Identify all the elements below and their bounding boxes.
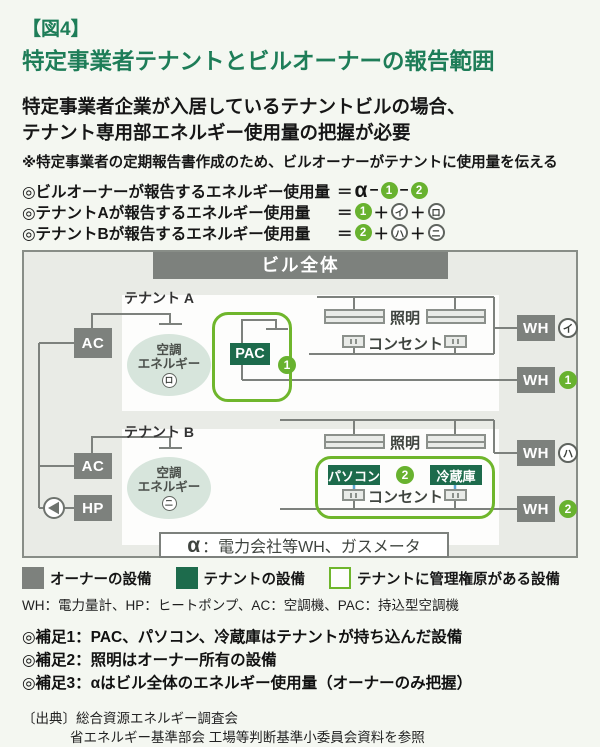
building-diagram: ビル全体 テナント A AC 空調 エネルギー ロ PAC 1 照明 コンセント… bbox=[22, 250, 578, 559]
fridge-box: 冷蔵庫 bbox=[430, 465, 482, 486]
legend-swatch-tenant bbox=[175, 567, 198, 590]
light-fixture-icon bbox=[426, 434, 486, 450]
legend-swatch-managed bbox=[329, 567, 351, 590]
outlet-icon bbox=[444, 489, 467, 502]
outlet-icon bbox=[444, 335, 467, 349]
formula-tokens: ＝2＋ハ＋ニ bbox=[336, 222, 446, 244]
formula-operator: ＋ bbox=[410, 225, 426, 243]
circled-number-1: 1 bbox=[559, 371, 577, 390]
notes-block: ◎補足1：PAC、パソコン、冷蔵庫はテナントが持ち込んだ設備 ◎補足2：照明はオー… bbox=[22, 626, 578, 695]
formula-operator: ＝ bbox=[337, 183, 353, 201]
tenant-b-aircon-ellipse: 空調 エネルギー ニ bbox=[127, 457, 211, 520]
tenant-a-ac-box: AC bbox=[74, 328, 112, 359]
alpha-note-box: α ：電力会社等WH、ガスメータ bbox=[159, 532, 449, 559]
intro-line-1: 特定事業者企業が入居しているテナントビルの場合、 bbox=[22, 96, 466, 118]
tenant-a-label: テナント A bbox=[124, 290, 194, 307]
formula-operator: ＋ bbox=[373, 204, 390, 222]
formula-operator: ＝ bbox=[337, 204, 353, 222]
pc-box: パソコン bbox=[328, 465, 380, 486]
formula-operator: − bbox=[369, 181, 379, 199]
circled-number-1: 1 bbox=[380, 182, 398, 200]
tenant-a-aircon-ellipse: 空調 エネルギー ロ bbox=[127, 334, 211, 397]
note-line-3: ◎補足3：αはビル全体のエネルギー使用量（オーナーのみ把握） bbox=[22, 675, 473, 693]
intro-note: ※特定事業者の定期報告書作成のため、ビルオーナーがテナントに使用量を伝える bbox=[22, 155, 558, 172]
legend-swatch-owner bbox=[22, 567, 44, 590]
tenant-b-label: テナント B bbox=[124, 424, 194, 441]
tenant-b-ac-box: AC bbox=[74, 453, 112, 480]
circled-number-2: 2 bbox=[396, 466, 414, 485]
circled-kana-i: イ bbox=[558, 318, 578, 339]
abbreviation-line: WH：電力量計、HP：ヒートポンプ、AC：空調機、PAC：持込型空調機 bbox=[22, 598, 459, 614]
formula-tokens: ＝1＋イ＋ロ bbox=[336, 201, 446, 223]
formula-operator: ＋ bbox=[410, 204, 426, 222]
formula-operator: ＋ bbox=[373, 225, 390, 243]
light-fixture-icon bbox=[426, 309, 486, 325]
circled-kana: ニ bbox=[427, 224, 445, 242]
formula-label: ◎テナントAが報告するエネルギー使用量 bbox=[22, 204, 311, 222]
tenant-b-lighting-label: 照明 bbox=[390, 435, 421, 453]
circled-number-1: 1 bbox=[278, 356, 296, 375]
alpha-note-text: ：電力会社等WH、ガスメータ bbox=[202, 539, 421, 557]
intro-line-2: テナント専用部エネルギー使用量の把握が必要 bbox=[22, 122, 411, 144]
source-line-1: 〔出典〕総合資源エネルギー調査会 bbox=[22, 711, 238, 727]
tenant-a-outlet-label: コンセント bbox=[368, 336, 444, 354]
formula-label: ◎ビルオーナーが報告するエネルギー使用量 bbox=[22, 183, 331, 201]
note-line-1: ◎補足1：PAC、パソコン、冷蔵庫はテナントが持ち込んだ設備 bbox=[22, 629, 463, 647]
light-fixture-icon bbox=[324, 309, 385, 325]
wh-meter-a-common: WH bbox=[517, 315, 555, 342]
legend-item-tenant: テナントの設備 bbox=[175, 567, 306, 590]
diagram-wiring bbox=[38, 296, 517, 520]
tenant-device-cords bbox=[352, 485, 457, 490]
tenant-b-outlet-label: コンセント bbox=[368, 489, 444, 507]
heat-pump-icon bbox=[43, 497, 65, 520]
formula-tokens: ＝α−1−2 bbox=[336, 180, 429, 202]
circled-kana-ni: ニ bbox=[161, 495, 177, 511]
formula-list: ◎ビルオーナーが報告するエネルギー使用量＝α−1−2◎テナントAが報告するエネル… bbox=[22, 180, 578, 243]
aircon-label-2: エネルギー bbox=[137, 479, 201, 494]
circled-number-2: 2 bbox=[410, 182, 428, 200]
circled-number-2: 2 bbox=[354, 224, 372, 242]
wh-meter-a-pac: WH bbox=[517, 367, 555, 394]
pac-box: PAC bbox=[230, 343, 270, 366]
outlet-icon bbox=[342, 335, 365, 349]
alpha-symbol: α bbox=[187, 533, 201, 557]
circled-kana: ロ bbox=[427, 203, 445, 221]
formula-row: ◎テナントBが報告するエネルギー使用量＝2＋ハ＋ニ bbox=[22, 222, 578, 243]
legend-label: テナントに管理権原がある設備 bbox=[357, 571, 560, 588]
circled-kana: ハ bbox=[391, 224, 409, 242]
wh-meter-b-devices: WH bbox=[517, 496, 555, 523]
legend-item-managed: テナントに管理権原がある設備 bbox=[329, 567, 560, 590]
light-fixture-icon bbox=[324, 434, 385, 450]
legend-label: テナントの設備 bbox=[203, 571, 306, 588]
aircon-label-1: 空調 bbox=[156, 465, 182, 480]
formula-operator: − bbox=[399, 181, 409, 199]
legend-row: オーナーの設備 テナントの設備 テナントに管理権原がある設備 bbox=[22, 567, 578, 590]
figure-tag: 【図4】 bbox=[22, 19, 90, 40]
page-title: 特定事業者テナントとビルオーナーの報告範囲 bbox=[22, 49, 495, 74]
circled-number-1: 1 bbox=[354, 203, 372, 221]
legend-item-owner: オーナーの設備 bbox=[22, 567, 152, 590]
tenant-b-hp-box: HP bbox=[74, 495, 112, 522]
aircon-label-1: 空調 bbox=[156, 342, 182, 357]
tenant-a-lighting-label: 照明 bbox=[390, 310, 421, 328]
formula-label: ◎テナントBが報告するエネルギー使用量 bbox=[22, 225, 311, 243]
source-line-2: 省エネルギー基準部会 工場等判断基準小委員会資料を参照 bbox=[70, 730, 425, 746]
devices-managed-area-border bbox=[315, 456, 495, 520]
intro-block: 特定事業者企業が入居しているテナントビルの場合、 テナント専用部エネルギー使用量… bbox=[22, 94, 578, 172]
circled-kana-ro: ロ bbox=[161, 372, 177, 388]
source-block: 〔出典〕総合資源エネルギー調査会 省エネルギー基準部会 工場等判断基準小委員会資… bbox=[22, 709, 578, 747]
wh-meter-b-common: WH bbox=[517, 440, 555, 467]
note-line-2: ◎補足2：照明はオーナー所有の設備 bbox=[22, 652, 277, 670]
outlet-icon bbox=[342, 489, 365, 502]
legend-label: オーナーの設備 bbox=[50, 571, 152, 588]
circled-kana: イ bbox=[391, 203, 409, 221]
circled-kana-ha: ハ bbox=[558, 443, 578, 464]
circled-number-2: 2 bbox=[559, 500, 577, 519]
aircon-label-2: エネルギー bbox=[137, 356, 201, 371]
formula-operator: ＝ bbox=[337, 225, 353, 243]
formula-row: ◎テナントAが報告するエネルギー使用量＝1＋イ＋ロ bbox=[22, 201, 578, 222]
alpha-symbol: α bbox=[354, 179, 368, 203]
building-header: ビル全体 bbox=[153, 252, 448, 280]
formula-row: ◎ビルオーナーが報告するエネルギー使用量＝α−1−2 bbox=[22, 180, 578, 201]
